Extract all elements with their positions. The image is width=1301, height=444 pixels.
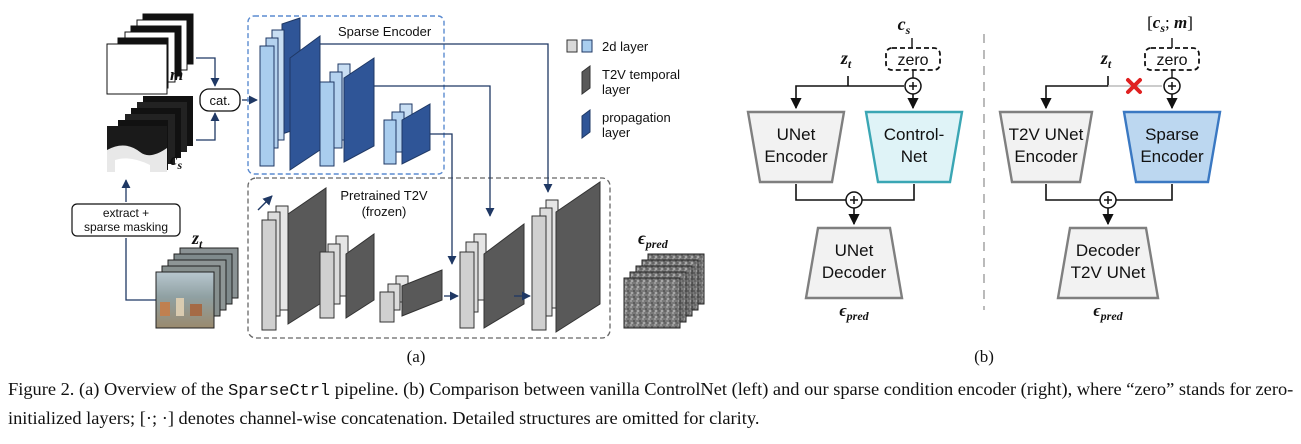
controlnet-unet-decoder-line1: UNet [835, 241, 874, 260]
controlnet-unet-decoder-block [804, 226, 904, 300]
extract-box [71, 203, 181, 237]
controlnet-unet-encoder-line1: UNet [777, 125, 816, 144]
legend-temporal-line1: T2V temporal [602, 67, 680, 82]
controlnet-branch-block [864, 110, 964, 184]
controlnet-branch-line1: Control- [884, 125, 944, 144]
legend-propagation-line1: propagation [602, 110, 671, 125]
controlnet-noisy-label: zt [840, 48, 852, 71]
controlnet-pred-label: ϵpred [839, 301, 869, 323]
panel-b: cs zero zt UNet Encoder Control- Net [746, 13, 1222, 366]
pretrained-t2v-region [247, 177, 611, 339]
controlnet-branch-line2: Net [901, 147, 928, 166]
prediction-label-a: ϵpred [638, 228, 669, 251]
pretrained-title-line1: Pretrained T2V [340, 188, 428, 203]
figure-canvas: m cs cat. extract + sparse masking [71, 13, 1222, 366]
sparse-encoder-region [247, 15, 445, 175]
controlnet-unet-encoder-block [746, 110, 846, 184]
mask-frames-stack [106, 13, 194, 95]
arrow-sparse-to-decoder-low [430, 133, 457, 265]
condition-frames-stack [107, 96, 193, 172]
sparse-noisy-label: zt [1100, 48, 1112, 71]
controlnet-unet-decoder-line2: Decoder [822, 263, 887, 282]
t2v-unet-encoder-line1: T2V UNet [1009, 125, 1084, 144]
sparse-cond-label: [cs; m] [1147, 13, 1193, 35]
panel-b-sublabel: (b) [974, 347, 994, 366]
caption-part2: pipeline. (b) Comparison between vanilla… [8, 379, 1294, 428]
controlnet-cond-label: cs [898, 14, 911, 37]
t2v-decoder-line2: T2V UNet [1071, 263, 1146, 282]
arrow-cond-to-concat [196, 112, 220, 141]
legend-propagation-line2: layer [602, 125, 631, 140]
t2v-decoder-block [1056, 226, 1160, 300]
legend-propagation-swatch [581, 109, 591, 139]
prediction-noise-stack [623, 253, 705, 329]
sparse-encoder-blocks [259, 17, 431, 171]
arrow-mask-to-concat [196, 57, 220, 87]
sparse-encoder-diagram: [cs; m] zero zt T2V UNet Encoder Sparse … [998, 13, 1222, 323]
caption-code: SparseCtrl [228, 382, 331, 401]
sparse-encoder-block-line2: Encoder [1140, 147, 1204, 166]
extract-label-line1: extract + [103, 206, 149, 220]
caption-part1: Figure 2. (a) Overview of the [8, 379, 229, 399]
t2v-encoder-blocks [261, 187, 443, 331]
panel-a-sublabel: (a) [407, 347, 426, 366]
legend-2d-label: 2d layer [602, 39, 649, 54]
t2v-unet-encoder-block [998, 110, 1094, 184]
noisy-latent-stack [155, 247, 239, 329]
t2v-decoder-line1: Decoder [1076, 241, 1141, 260]
arrow-sparse-to-decoder-mid [374, 85, 495, 217]
arrow-sparse-to-decoder-top [320, 43, 553, 193]
t2v-unet-encoder-line2: Encoder [1014, 147, 1078, 166]
legend-temporal-line2: layer [602, 82, 631, 97]
mask-label: m [170, 65, 183, 84]
legend-temporal-swatch [581, 65, 591, 95]
arrow-noisy-to-extract [125, 238, 158, 301]
figure-caption: Figure 2. (a) Overview of the SparseCtrl… [8, 376, 1296, 432]
t2v-decoder-blocks [459, 181, 601, 333]
noisy-latent-label: zt [191, 228, 203, 251]
sparse-pred-label: ϵpred [1093, 301, 1123, 323]
concat-label: cat. [210, 93, 231, 108]
concat-node [199, 88, 241, 112]
pretrained-title-line2: (frozen) [362, 204, 407, 219]
sparse-encoder-block [1122, 110, 1222, 184]
legend-2d-blue-swatch [581, 39, 593, 53]
extract-label-line2: sparse masking [84, 220, 168, 234]
panel-a: m cs cat. extract + sparse masking [71, 13, 705, 366]
condition-label: cs [170, 150, 183, 172]
sparse-zero-label: zero [1156, 52, 1187, 69]
controlnet-diagram: cs zero zt UNet Encoder Control- Net [746, 14, 964, 323]
controlnet-split-line [796, 76, 904, 108]
frozen-indicator-icon [257, 195, 273, 211]
legend-2d-gray-swatch [566, 39, 578, 53]
controlnet-unet-encoder-line2: Encoder [764, 147, 828, 166]
sparse-encoder-block-line1: Sparse [1145, 125, 1199, 144]
cut-connection-icon [1126, 78, 1142, 94]
sparse-encoder-title: Sparse Encoder [338, 24, 432, 39]
legend: 2d layer T2V temporal layer propagation … [566, 39, 680, 140]
controlnet-zero-label: zero [897, 52, 928, 69]
